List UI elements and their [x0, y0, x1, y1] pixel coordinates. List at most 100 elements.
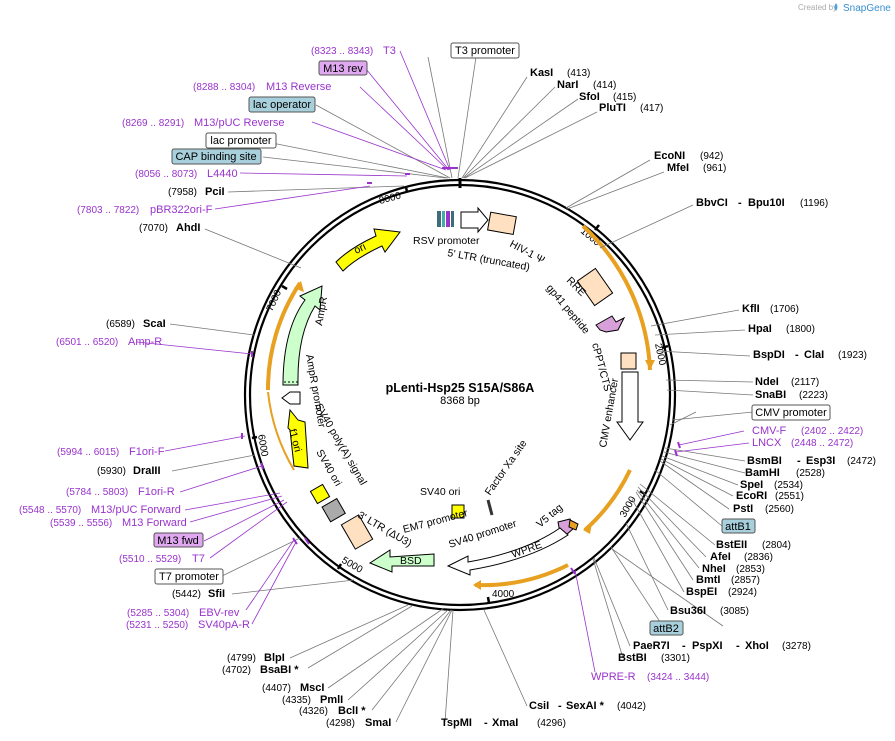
primer-wpre-r[interactable]: WPRE-R(3424 .. 3444)	[591, 671, 709, 683]
ampr-arrow[interactable]	[282, 285, 323, 386]
enzyme-blpi[interactable]: (4799)BlpI	[227, 652, 285, 664]
svg-text:(7070): (7070)	[139, 223, 168, 234]
feature-lac-operator[interactable]: lac operator	[248, 96, 316, 113]
svg-text:-: -	[736, 640, 740, 652]
primer-m13-fwd-box[interactable]: M13 fwd	[153, 532, 204, 548]
enzyme-bspdi[interactable]: BspDI-ClaI(1923)	[753, 349, 867, 361]
enzyme-msci[interactable]: (4407)MscI	[262, 682, 324, 694]
bsd-arrow[interactable]	[368, 549, 435, 573]
enzyme-smai[interactable]: (4298)SmaI	[326, 717, 391, 729]
enzyme-sfoi[interactable]: SfoI(415)	[579, 91, 636, 103]
feature-attb1[interactable]: attB1	[721, 518, 756, 534]
tick-1000: 1000	[578, 224, 603, 249]
svg-text:BstEII: BstEII	[716, 539, 747, 551]
svg-text:(2223): (2223)	[799, 390, 828, 401]
enzyme-kfli[interactable]: KflI(1706)	[742, 303, 799, 315]
svg-text:M13 fwd: M13 fwd	[157, 535, 199, 547]
primer-f1ori-f[interactable]: (5994 .. 6015)F1ori-F	[57, 446, 165, 458]
enzyme-pluti[interactable]: PluTI(417)	[599, 102, 663, 114]
primer-ebv-rev[interactable]: (5285 .. 5304)EBV-rev	[127, 607, 240, 619]
enzyme-paer7i[interactable]: PaeR7I-PspXI-XhoI(3278)	[633, 640, 811, 652]
enzyme-psti[interactable]: PstI(2560)	[733, 503, 794, 515]
primer-m13puc-reverse[interactable]: (8269 .. 8291)M13/pUC Reverse	[122, 117, 284, 129]
primer-cmv-f[interactable]: CMV-F(2402 .. 2422)	[752, 425, 863, 437]
enzyme-bsmbi[interactable]: BsmBI-Esp3I(2472)	[747, 455, 876, 467]
wpre-arrow[interactable]	[446, 527, 569, 576]
svg-text:(5548 .. 5570): (5548 .. 5570)	[19, 505, 81, 516]
sv40-ori-outer[interactable]	[309, 483, 331, 505]
enzyme-bsu36i[interactable]: Bsu36I(3085)	[670, 605, 749, 617]
svg-text:(417): (417)	[640, 103, 663, 114]
svg-text:BspEI: BspEI	[686, 586, 717, 598]
enzyme-ndei[interactable]: NdeI(2117)	[755, 376, 819, 388]
cmv-enhancer-arrow[interactable]	[616, 371, 644, 441]
gp41-arrow[interactable]	[595, 315, 626, 333]
5ltr-feature[interactable]	[487, 211, 517, 236]
enzyme-pcii[interactable]: (7958)PciI	[168, 186, 225, 198]
enzyme-scai[interactable]: (6589)ScaI	[106, 318, 166, 330]
sv40-ori-center[interactable]	[451, 504, 465, 519]
primer-marks	[241, 167, 681, 575]
primer-m13-reverse[interactable]: (8288 .. 8304)M13 Reverse	[193, 81, 331, 93]
enzyme-bcli[interactable]: (4326)BclI *	[299, 705, 366, 717]
enzyme-bamhi[interactable]: BamHI(2528)	[745, 467, 825, 479]
enzyme-bsabi[interactable]: (4702)BsaBI *	[222, 664, 299, 676]
cppt-feature[interactable]	[620, 352, 637, 370]
enzyme-bmti[interactable]: BmtI(2857)	[696, 574, 760, 586]
enzyme-spei[interactable]: SpeI(2534)	[740, 479, 803, 491]
primer-pbr322ori-f[interactable]: (7803 .. 7822)pBR322ori-F	[77, 204, 213, 216]
enzyme-bspei[interactable]: BspEI(2924)	[686, 586, 757, 598]
enzyme-draiii[interactable]: (5930)DraIII	[97, 465, 161, 477]
primer-m13-forward[interactable]: (5539 .. 5556)M13 Forward	[50, 517, 187, 529]
enzyme-ecori[interactable]: EcoRI(2551)	[736, 490, 804, 502]
feature-cmv-promoter[interactable]: CMV promoter	[751, 404, 831, 421]
rsv-promoter-arrow[interactable]	[460, 206, 489, 234]
svg-text:F1ori-F: F1ori-F	[129, 446, 165, 458]
enzyme-hpai[interactable]: HpaI(1800)	[748, 323, 815, 335]
enzyme-nhei[interactable]: NheI(2853)	[702, 563, 765, 575]
primer-t3[interactable]: (8323 .. 8343)T3	[311, 45, 396, 57]
enzyme-sfii[interactable]: (5442)SfiI	[172, 588, 225, 600]
enzyme-bsteii[interactable]: BstEII(2804)	[716, 539, 791, 551]
factor-xa-mark[interactable]	[486, 499, 494, 516]
enzyme-econi[interactable]: EcoNI(942)	[654, 150, 723, 162]
enzyme-ahdi[interactable]: (7070)AhdI	[139, 222, 200, 234]
feature-t3-promoter[interactable]: T3 promoter	[450, 42, 520, 59]
feature-cap-binding-site[interactable]: CAP binding site	[171, 148, 262, 165]
primer-m13-rev-box[interactable]: M13 rev	[318, 60, 368, 76]
svg-text:(4407): (4407)	[262, 683, 291, 694]
svg-text:(1706): (1706)	[770, 304, 799, 315]
enzyme-csii[interactable]: CsiI-SexAI *(4042)	[529, 700, 646, 712]
feature-lac-promoter[interactable]: lac promoter	[205, 132, 277, 149]
rre-feature[interactable]	[576, 267, 614, 307]
snapgene-brand: SnapGene	[843, 3, 891, 14]
primer-lncx[interactable]: LNCX(2448 .. 2472)	[752, 437, 853, 449]
enzyme-snabi[interactable]: SnaBI(2223)	[755, 389, 828, 401]
svg-text:BstBI: BstBI	[618, 652, 647, 664]
enzyme-tspmi[interactable]: TspMI-XmaI(4296)	[441, 717, 566, 729]
3ltr-feature[interactable]	[340, 514, 374, 550]
ori-arrow[interactable]	[335, 228, 401, 272]
enzyme-nari[interactable]: NarI(414)	[557, 79, 616, 91]
sv40-polya-feature[interactable]	[321, 497, 346, 523]
primer-l4440[interactable]: (8056 .. 8073)L4440	[135, 168, 238, 180]
primer-f1ori-r[interactable]: (5784 .. 5803)F1ori-R	[66, 486, 175, 498]
enzyme-bbvci[interactable]: BbvCI-Bpu10I(1196)	[696, 197, 828, 209]
primer-sv40pa-r[interactable]: (5231 .. 5250)SV40pA-R	[126, 619, 250, 631]
enzyme-afei[interactable]: AfeI(2836)	[710, 551, 773, 563]
feature-t7-promoter[interactable]: T7 promoter	[154, 568, 224, 585]
enzyme-mfei[interactable]: MfeI(961)	[667, 162, 726, 174]
primer-m13puc-forward[interactable]: (5548 .. 5570)M13/pUC Forward	[19, 504, 181, 516]
ampr-promoter-arrow[interactable]	[281, 391, 301, 405]
enzyme-bstbi[interactable]: BstBI(3301)	[618, 652, 690, 664]
feature-attb2[interactable]: attB2	[649, 620, 684, 636]
svg-text:LNCX: LNCX	[752, 437, 782, 449]
f1-ori-arrow[interactable]	[287, 408, 309, 469]
enzyme-kasi[interactable]: KasI(413)	[530, 67, 590, 79]
primer-amp-r[interactable]: (6501 .. 6520)Amp-R	[56, 336, 162, 348]
enzyme-pmli[interactable]: (4335)PmlI	[282, 694, 343, 706]
primer-t7[interactable]: (5510 .. 5529)T7	[119, 553, 205, 565]
orange-marker	[568, 519, 579, 531]
svg-text:attB1: attB1	[725, 521, 751, 533]
svg-text:lac promoter: lac promoter	[210, 135, 271, 147]
